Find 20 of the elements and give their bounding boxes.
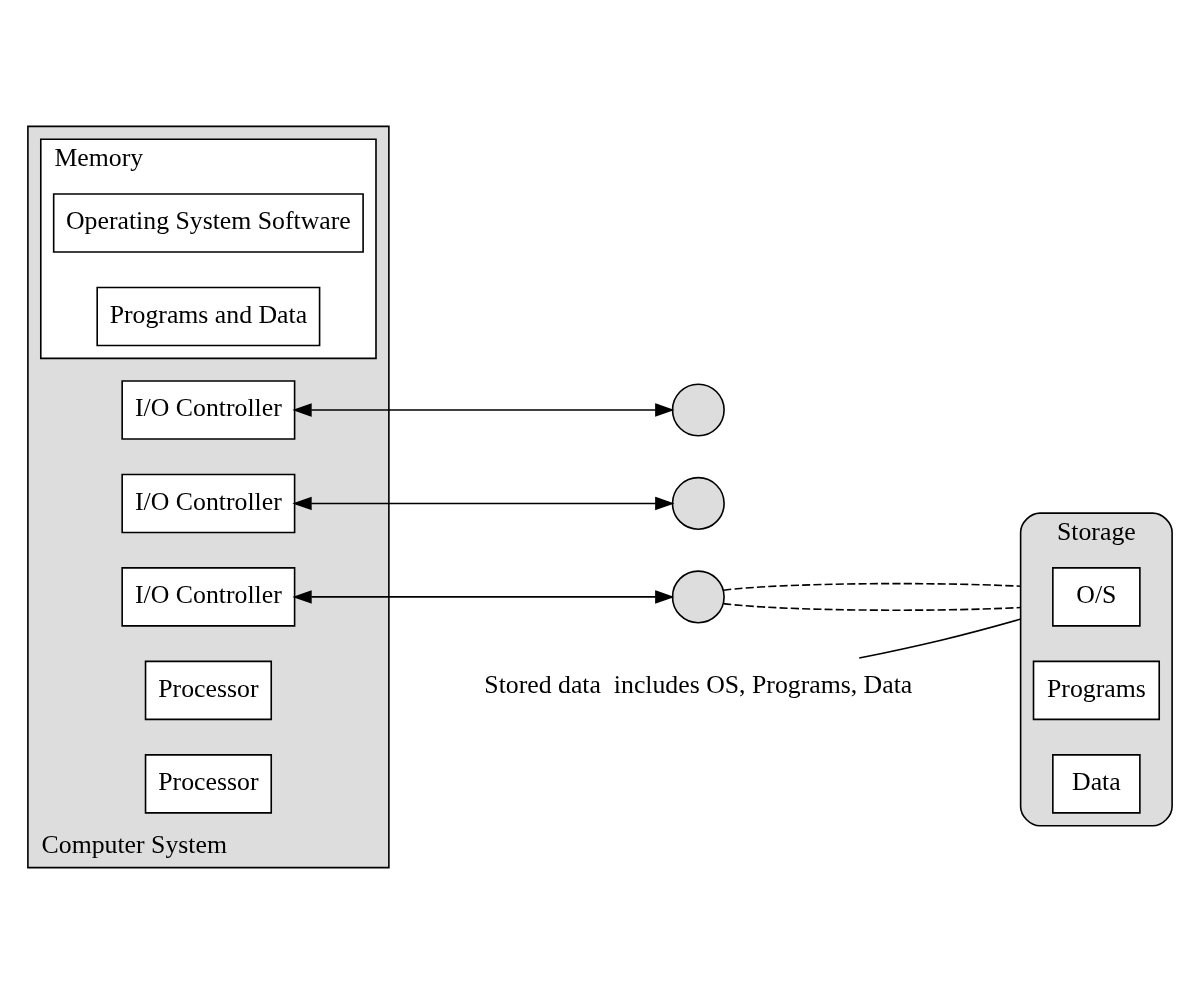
node-text: Stored data includes OS, Programs, Data	[484, 669, 913, 699]
node-box: Programs and Data	[96, 286, 321, 346]
arrow	[292, 496, 675, 510]
node-box: Data	[1052, 753, 1141, 814]
arrow	[292, 589, 675, 604]
connector	[858, 617, 1022, 659]
arrow	[292, 402, 675, 417]
node-circle	[671, 569, 725, 623]
node-box: I/O Controller	[121, 379, 296, 440]
node-box: Programs	[1032, 660, 1160, 720]
node-box: I/O Controller	[121, 473, 296, 533]
node-circle	[671, 382, 725, 437]
node-box: Processor	[144, 660, 273, 720]
node-circle	[671, 476, 725, 530]
node-box: Processor	[144, 753, 273, 814]
node-box: Operating System Software	[52, 192, 364, 253]
node-box: O/S	[1052, 566, 1141, 627]
connector	[722, 582, 1022, 591]
connector	[722, 602, 1022, 611]
node-box: I/O Controller	[121, 566, 296, 627]
